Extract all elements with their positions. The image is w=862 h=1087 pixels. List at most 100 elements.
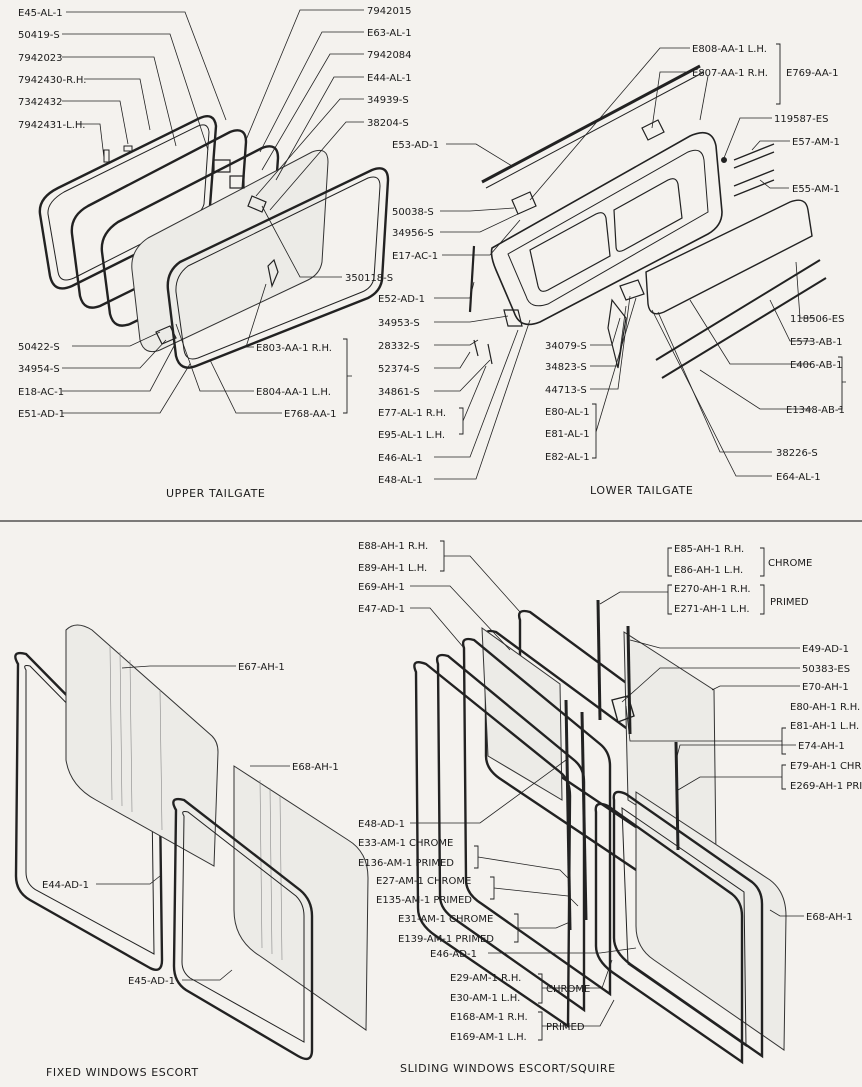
part-label: E169-AM-1 L.H. xyxy=(450,1032,527,1043)
fixed-leaders xyxy=(96,665,290,981)
part-label: 7942015 xyxy=(367,6,412,17)
fixed-windows-drawing xyxy=(14,624,369,1061)
part-label: E79-AH-1 CHROME xyxy=(790,761,862,772)
upper-tailgate-labels: E45-AL-1 50419-S 7942023 7942430-R.H. 73… xyxy=(18,6,412,420)
part-label: E769-AA-1 xyxy=(786,68,839,79)
part-label: 50383-ES xyxy=(802,664,850,675)
part-label: E85-AH-1 R.H. xyxy=(674,544,744,555)
part-label: E82-AL-1 xyxy=(545,452,590,463)
part-label: E70-AH-1 xyxy=(802,682,849,693)
part-label: E271-AH-1 L.H. xyxy=(674,604,750,615)
part-label: 350118-S xyxy=(345,273,393,284)
part-label: E95-AL-1 L.H. xyxy=(378,430,445,441)
part-label: 52374-S xyxy=(378,364,420,375)
part-label: E55-AM-1 xyxy=(792,184,840,195)
section-caption-sliding-windows: SLIDING WINDOWS ESCORT/SQUIRE xyxy=(400,1062,616,1075)
part-label: 44713-S xyxy=(545,385,587,396)
part-label: 34939-S xyxy=(367,95,409,106)
part-label: E88-AH-1 R.H. xyxy=(358,541,428,552)
part-label: E49-AD-1 xyxy=(802,644,849,655)
part-label: E808-AA-1 L.H. xyxy=(692,44,767,55)
part-label: E52-AD-1 xyxy=(378,294,425,305)
part-label: E64-AL-1 xyxy=(776,472,821,483)
part-label: 7942430-R.H. xyxy=(18,75,86,86)
part-label: E45-AD-1 xyxy=(128,976,175,987)
part-label: E135-AM-1 PRIMED xyxy=(376,895,472,906)
part-label: 34861-S xyxy=(378,387,420,398)
section-caption-lower-tailgate: LOWER TAILGATE xyxy=(590,484,693,497)
lower-tailgate-drawing xyxy=(468,64,827,379)
part-label: 38204-S xyxy=(367,118,409,129)
part-label: CHROME xyxy=(768,558,812,569)
part-label: E63-AL-1 xyxy=(367,28,412,39)
part-label: E27-AM-1 CHROME xyxy=(376,876,471,887)
sliding-windows-labels: E88-AH-1 R.H. E89-AH-1 L.H. E69-AH-1 E47… xyxy=(358,541,862,1043)
part-label: 34953-S xyxy=(378,318,420,329)
section-caption-fixed-windows: FIXED WINDOWS ESCORT xyxy=(46,1066,199,1079)
part-label: E80-AL-1 xyxy=(545,407,590,418)
sliding-leaders xyxy=(410,540,804,1041)
part-label: E44-AL-1 xyxy=(367,73,412,84)
part-label: E86-AH-1 L.H. xyxy=(674,565,743,576)
part-label: E29-AM-1 R.H. xyxy=(450,973,521,984)
part-label: PRIMED xyxy=(770,597,809,608)
part-label: E406-AB-1 xyxy=(790,360,842,371)
part-label: E47-AD-1 xyxy=(358,604,405,615)
part-label: E46-AD-1 xyxy=(430,949,477,960)
part-label: E803-AA-1 R.H. xyxy=(256,343,332,354)
part-label: E804-AA-1 L.H. xyxy=(256,387,331,398)
part-label: E18-AC-1 xyxy=(18,387,64,398)
part-label: 50419-S xyxy=(18,30,60,41)
part-label: E30-AM-1 L.H. xyxy=(450,993,520,1004)
part-label: E48-AD-1 xyxy=(358,819,405,830)
part-label: 38226-S xyxy=(776,448,818,459)
part-label: E51-AD-1 xyxy=(18,409,65,420)
lower-tailgate-labels: E808-AA-1 L.H. E807-AA-1 R.H. E769-AA-1 … xyxy=(378,44,845,486)
part-label: E48-AL-1 xyxy=(378,475,423,486)
part-label: E46-AL-1 xyxy=(378,453,423,464)
part-label: E807-AA-1 R.H. xyxy=(692,68,768,79)
part-label: E168-AM-1 R.H. xyxy=(450,1012,528,1023)
part-label: 34823-S xyxy=(545,362,587,373)
part-label: E1348-AB-1 xyxy=(786,405,845,416)
part-label: 7342432 xyxy=(18,97,63,108)
part-label: 34956-S xyxy=(392,228,434,239)
part-label: 34079-S xyxy=(545,341,587,352)
lower-leaders xyxy=(434,43,846,480)
part-label: 50422-S xyxy=(18,342,60,353)
part-label: E69-AH-1 xyxy=(358,582,405,593)
part-label: 119587-ES xyxy=(774,114,828,125)
part-label: E53-AD-1 xyxy=(392,140,439,151)
part-label: E68-AH-1 xyxy=(806,912,853,923)
part-label: E139-AM-1 PRIMED xyxy=(398,934,494,945)
part-label: E44-AD-1 xyxy=(42,880,89,891)
part-label: E17-AC-1 xyxy=(392,251,438,262)
part-label: E33-AM-1 CHROME xyxy=(358,838,453,849)
part-label: E31-AM-1 CHROME xyxy=(398,914,493,925)
part-label: PRIMED xyxy=(546,1022,585,1033)
upper-leaders xyxy=(62,9,364,414)
part-label: E77-AL-1 R.H. xyxy=(378,408,446,419)
part-label: 7942431-L.H. xyxy=(18,120,85,131)
part-label: E81-AH-1 L.H. xyxy=(790,721,859,732)
part-label: E136-AM-1 PRIMED xyxy=(358,858,454,869)
part-label: E67-AH-1 xyxy=(238,662,285,673)
part-label: E269-AH-1 PRIMED xyxy=(790,781,862,792)
part-label: E81-AL-1 xyxy=(545,429,590,440)
fixed-windows-labels: E67-AH-1 E68-AH-1 E44-AD-1 E45-AD-1 xyxy=(42,662,339,987)
part-label: 118506-ES xyxy=(790,314,844,325)
section-caption-upper-tailgate: UPPER TAILGATE xyxy=(166,487,265,500)
part-label: 34954-S xyxy=(18,364,60,375)
part-label: CHROME xyxy=(546,984,590,995)
part-label: 28332-S xyxy=(378,341,420,352)
part-label: E57-AM-1 xyxy=(792,137,840,148)
part-label: 7942023 xyxy=(18,53,63,64)
part-label: E270-AH-1 R.H. xyxy=(674,584,751,595)
sliding-windows-drawing xyxy=(413,599,787,1065)
part-label: 7942084 xyxy=(367,50,412,61)
part-label: E89-AH-1 L.H. xyxy=(358,563,427,574)
part-label: E68-AH-1 xyxy=(292,762,339,773)
part-label: E80-AH-1 R.H. xyxy=(790,702,860,713)
